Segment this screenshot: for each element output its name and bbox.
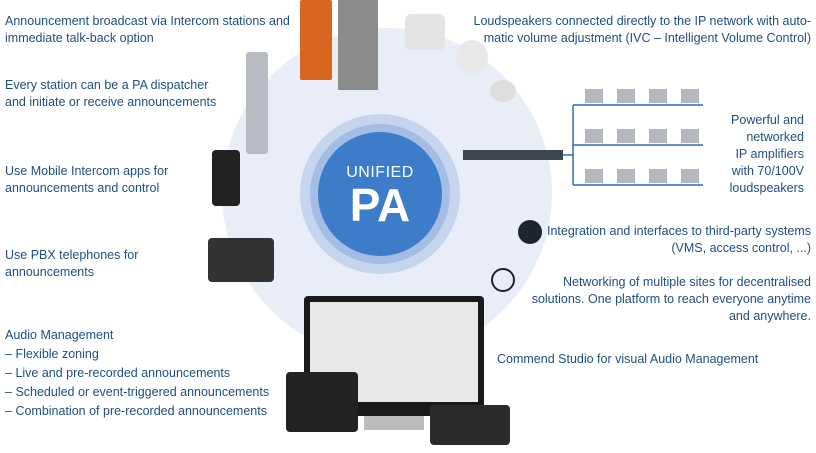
globe-icon (491, 268, 515, 292)
hub-line1: UNIFIED (346, 164, 414, 181)
pbx-telephone-image (208, 238, 274, 282)
ceiling-speaker-image (490, 80, 516, 102)
projector-speaker-image (456, 40, 488, 74)
touch-panel-image (286, 372, 358, 432)
ip-amplifier-image (463, 150, 563, 160)
networking-text: Networking of multiple sites for decentr… (531, 275, 811, 323)
monitor-stand-image (364, 416, 424, 430)
loudspeaker-text: Loudspeakers connected directly to the I… (473, 14, 811, 45)
unified-pa-hub: UNIFIED PA (300, 114, 460, 274)
studio-text: Commend Studio for visual Audio Manageme… (497, 352, 759, 366)
intercom-station-image (300, 0, 332, 80)
audio-management: Audio Management Flexible zoningLive and… (5, 326, 269, 421)
hub-line2: PA (349, 179, 411, 231)
mobile-phone-image (212, 150, 240, 206)
desk-microphone-image (430, 405, 510, 445)
integration-text: Integration and interfaces to third-part… (546, 224, 811, 255)
horn-speaker-image (405, 14, 445, 50)
intercom-text: Announcement broadcast via Intercom stat… (5, 14, 290, 45)
integration-icon (518, 220, 542, 244)
speaker-network-image (563, 89, 703, 186)
intercom-video-station-image (246, 52, 268, 154)
intercom-panel-image (338, 0, 378, 90)
